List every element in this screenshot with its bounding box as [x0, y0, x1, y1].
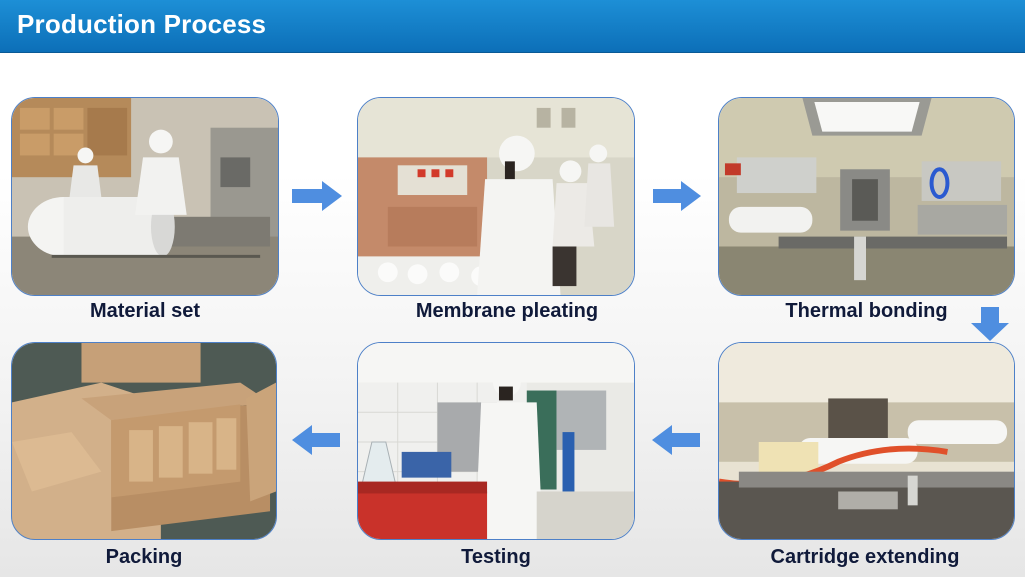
step-caption: Material set	[11, 300, 279, 323]
step-caption: Cartridge extending	[705, 546, 1025, 569]
step-caption: Packing	[11, 546, 277, 569]
step-caption: Testing	[357, 546, 635, 569]
page-title: Production Process	[17, 9, 266, 40]
photo-packing	[11, 342, 277, 540]
photo-testing	[357, 342, 635, 540]
header-bar: Production Process	[0, 0, 1025, 53]
photo-material-set	[11, 97, 279, 296]
photo-membrane-pleating	[357, 97, 635, 296]
arrow-left-icon	[292, 425, 340, 455]
step-caption: Membrane pleating	[357, 300, 657, 323]
arrow-left-icon	[652, 425, 700, 455]
photo-thermal-bonding	[718, 97, 1015, 296]
arrow-down-icon	[971, 307, 1009, 341]
photo-cartridge-extending	[718, 342, 1015, 540]
arrow-right-icon	[292, 181, 342, 211]
arrow-right-icon	[653, 181, 701, 211]
